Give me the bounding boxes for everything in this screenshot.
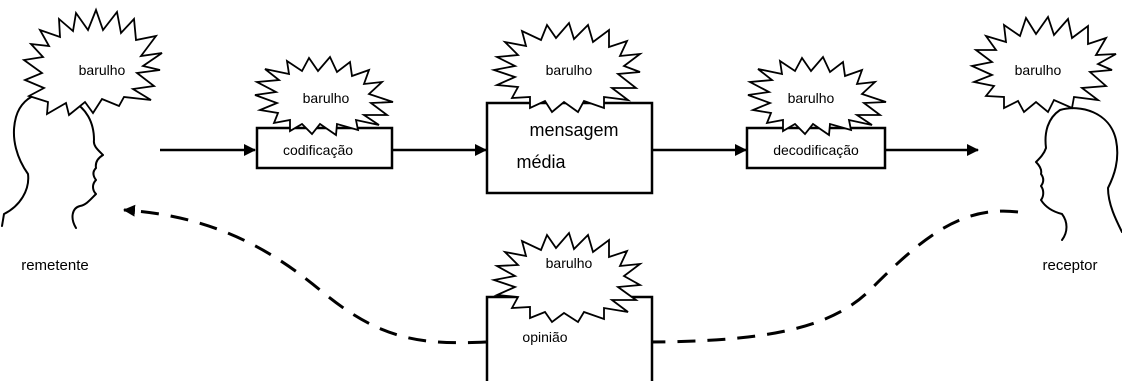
noise-label-feedback: barulho [546,255,593,271]
receiver-label: receptor [1042,257,1097,274]
message-label: mensagem [529,120,618,140]
noise-burst-message-icon [490,21,644,114]
decoding-box [745,126,887,170]
noise-label-receiver: barulho [1015,62,1062,78]
feedback-label: opinião [522,329,567,345]
encoding-label: codificação [283,142,353,158]
sender-head-icon [1,91,104,229]
noise-burst-feedback-icon [490,231,644,324]
encoding-box [255,126,394,170]
feedback-arrow-opinion-to-sender [123,204,487,345]
noise-label-encoding: barulho [303,90,350,106]
noise-label-message: barulho [546,62,593,78]
medium-label: média [516,152,566,172]
noise-label-sender: barulho [79,62,126,78]
decoding-label: decodificação [773,142,859,158]
message-box [485,101,654,195]
noise-label-decoding: barulho [788,90,835,106]
receiver-head-icon [1035,107,1122,241]
noise-burst-encoding-icon [253,55,394,137]
noise-burst-decoding-icon [746,55,887,137]
noise-burst-receiver-icon [969,15,1117,114]
feedback-arrow-receiver-to-opinion [641,209,1019,348]
sender-label: remetente [21,257,89,274]
noise-burst-sender-icon [21,7,163,117]
